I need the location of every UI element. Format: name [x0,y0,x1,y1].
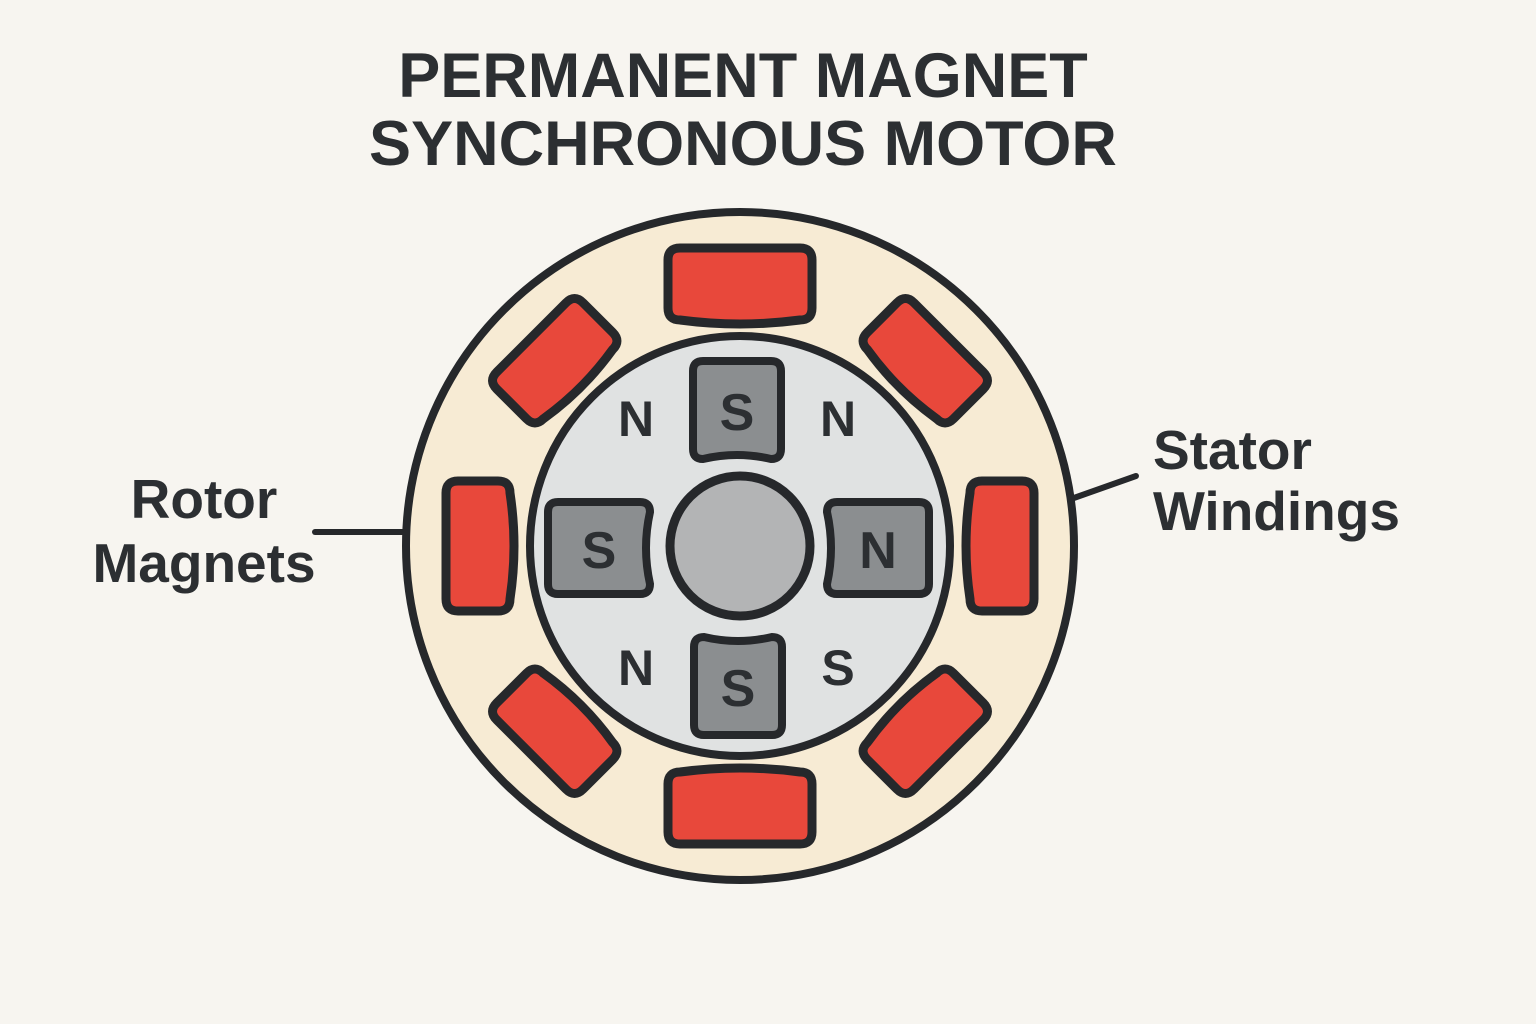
stator-winding-bottom-right [858,664,992,798]
rotor-magnets-label: Rotor Magnets [92,467,315,595]
rotor-magnet-bottom [690,632,786,739]
stator-winding-left [441,476,519,616]
shaft [665,471,815,621]
stator-winding-top-left [488,294,622,428]
magnet-letter-bottom: S [721,660,756,718]
stator-windings-label: Stator Windings [1153,420,1400,542]
title-line-1: PERMANENT MAGNET [398,41,1088,111]
stator-winding-bottom-left [488,664,622,798]
rotor-magnet-top [689,357,785,464]
stator-label-line-1: Stator [1153,419,1312,481]
magnet-letter-top: S [720,384,755,442]
stator-windings-callout-line [1068,473,1139,502]
rotor-magnet-left [544,498,655,598]
rotor-label-line-2: Magnets [92,532,316,594]
stator-label-line-2: Windings [1153,480,1400,542]
stator-winding-top-right [858,294,992,428]
title-line-2: SYNCHRONOUS MOTOR [369,109,1117,179]
stator-winding-bottom [663,763,817,849]
stator-winding-right [961,476,1039,616]
pole-letter-top-right: N [820,391,856,447]
pole-letter-bottom-left: N [618,640,654,696]
magnet-letter-right: N [859,522,897,580]
rotor-magnet-right [822,498,933,598]
rotor-label-line-1: Rotor [130,468,278,530]
pole-letter-top-left: N [618,391,654,447]
magnet-letter-left: S [582,522,617,580]
pole-letter-bottom-right: S [821,640,854,696]
stator-winding-top [663,243,817,329]
page-title: PERMANENT MAGNET SYNCHRONOUS MOTOR [369,42,1117,178]
